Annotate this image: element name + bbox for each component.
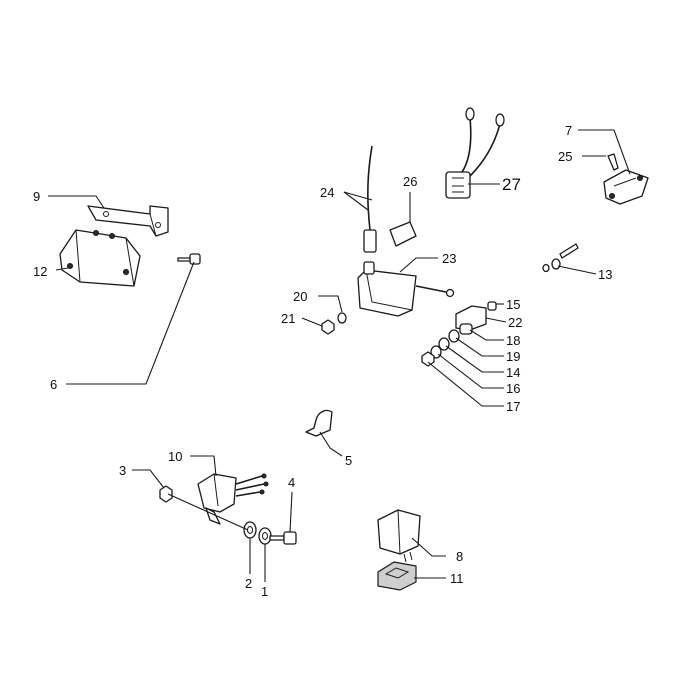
part-7-fuse-holder	[603, 169, 649, 205]
callout-11: 11	[450, 571, 464, 586]
callout-17: 17	[506, 399, 520, 414]
leader-13	[557, 265, 597, 275]
leader-5	[319, 431, 343, 457]
leader-3	[132, 469, 165, 489]
callout-labels: 9 12 6 24 26 27 23 20 21 15 22 18 19 14 …	[33, 123, 612, 599]
leader-12	[55, 267, 69, 271]
callout-10: 10	[168, 449, 182, 464]
part-25-screw	[607, 153, 619, 171]
callout-7: 7	[565, 123, 572, 138]
leader-23	[399, 257, 438, 273]
leader-18	[469, 329, 504, 341]
part-26-connector	[389, 221, 417, 247]
part-1-washer	[258, 527, 272, 545]
callout-16: 16	[506, 381, 520, 396]
callout-2: 2	[245, 576, 252, 591]
part-20-washer	[337, 312, 347, 324]
part-4-bolt	[269, 531, 297, 545]
part-15-screw	[487, 301, 497, 311]
leader-lines	[48, 129, 631, 582]
callout-21: 21	[281, 311, 295, 326]
callout-18: 18	[506, 333, 520, 348]
part-12-regulator-box	[59, 229, 141, 287]
callout-5: 5	[345, 453, 352, 468]
part-8-flasher-unit	[377, 509, 421, 563]
callout-27: 27	[502, 175, 521, 194]
leader-9	[48, 195, 105, 209]
callout-13: 13	[598, 267, 612, 282]
leader-24b	[343, 191, 373, 201]
callout-14: 14	[506, 365, 520, 380]
leader-21	[301, 317, 323, 327]
leader-3b	[167, 493, 249, 531]
leader-24a	[343, 191, 369, 211]
callout-12: 12	[33, 264, 47, 279]
callout-25: 25	[558, 149, 572, 164]
part-27-wiring-harness	[445, 107, 505, 199]
part-6-screw	[177, 253, 201, 265]
part-21-nut	[321, 319, 335, 335]
leader-10	[190, 455, 217, 477]
leader-17	[427, 361, 504, 407]
callout-22: 22	[508, 315, 522, 330]
leader-22	[485, 317, 507, 323]
part-23-ignition-coil	[357, 261, 455, 317]
callout-23: 23	[442, 251, 456, 266]
part-2-washer	[243, 521, 257, 539]
part-13-bolt-and-washers	[542, 243, 579, 273]
callout-19: 19	[506, 349, 520, 364]
part-5-clip	[305, 409, 333, 437]
part-18-spacer	[459, 323, 473, 335]
part-11-rubber-holder	[377, 561, 417, 591]
callout-15: 15	[506, 297, 520, 312]
callout-8: 8	[456, 549, 463, 564]
part-24-ht-lead	[363, 145, 377, 253]
part-19-washer	[448, 329, 460, 343]
callout-3: 3	[119, 463, 126, 478]
leader-20	[318, 295, 343, 313]
callout-1: 1	[261, 584, 268, 599]
part-3-nut	[159, 485, 173, 503]
part-10-relay	[197, 473, 269, 525]
callout-24: 24	[320, 185, 334, 200]
part-17-nut	[421, 351, 435, 367]
callout-26: 26	[403, 174, 417, 189]
leader-19	[455, 337, 504, 357]
leader-4	[289, 491, 293, 533]
part-9-bracket	[87, 205, 169, 237]
leader-16	[437, 353, 504, 389]
callout-20: 20	[293, 289, 307, 304]
leader-14	[445, 345, 504, 373]
callout-4: 4	[288, 475, 295, 490]
leader-8	[411, 537, 446, 557]
leader-6	[66, 261, 195, 385]
callout-6: 6	[50, 377, 57, 392]
leader-7	[578, 129, 631, 175]
callout-9: 9	[33, 189, 40, 204]
